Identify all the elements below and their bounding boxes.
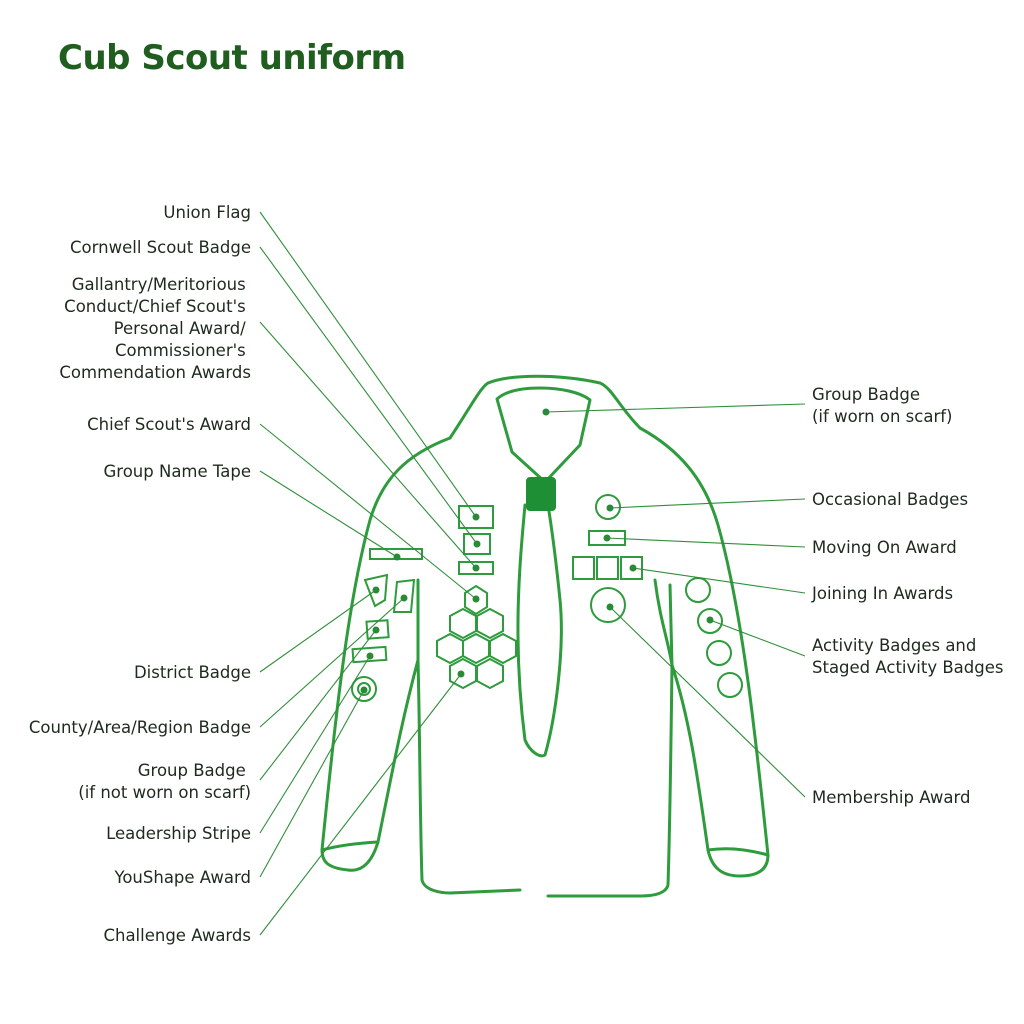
label-gallantry-awards: Gallantry/Meritorious Conduct/Chief Scou… bbox=[59, 275, 251, 382]
label-leadership-stripe: Leadership Stripe bbox=[106, 824, 251, 843]
youshape-award-patch bbox=[351, 676, 377, 702]
union-flag-patch bbox=[458, 505, 494, 529]
label-challenge-awards: Challenge Awards bbox=[103, 926, 251, 945]
joining-in-award-1 bbox=[572, 556, 595, 580]
label-youshape-award: YouShape Award bbox=[113, 868, 251, 887]
woggle bbox=[526, 477, 556, 511]
labels-left: Union Flag Cornwell Scout Badge Gallantr… bbox=[29, 203, 251, 945]
label-membership-award: Membership Award bbox=[812, 788, 970, 807]
label-occasional-badges: Occasional Badges bbox=[812, 490, 968, 509]
label-group-badge-scarf: Group Badge (if worn on scarf) bbox=[812, 385, 952, 426]
activity-badge-1 bbox=[685, 577, 711, 603]
labels-right: Group Badge (if worn on scarf) Occasiona… bbox=[811, 385, 1003, 807]
page-title: Cub Scout uniform bbox=[58, 38, 406, 78]
badges bbox=[351, 494, 743, 702]
label-chief-scouts-award: Chief Scout's Award bbox=[87, 415, 251, 434]
label-activity-badges: Activity Badges and Staged Activity Badg… bbox=[812, 636, 1003, 677]
county-badge-patch bbox=[392, 578, 416, 613]
cornwell-badge-patch bbox=[463, 533, 491, 555]
joining-in-award-2 bbox=[596, 556, 619, 580]
activity-badge-2 bbox=[697, 608, 723, 634]
group-badge-sleeve-patch bbox=[365, 619, 390, 640]
anchor-dots bbox=[360, 408, 714, 694]
label-joining-in-awards: Joining In Awards bbox=[811, 584, 953, 603]
gallantry-patch bbox=[458, 561, 494, 575]
chief-scout-award-patch bbox=[464, 584, 488, 616]
challenge-awards-cluster bbox=[436, 607, 517, 690]
label-county-area-region-badge: County/Area/Region Badge bbox=[29, 718, 251, 737]
activity-badge-3 bbox=[706, 640, 732, 666]
sweatshirt-outline bbox=[320, 374, 770, 898]
label-group-name-tape: Group Name Tape bbox=[104, 462, 252, 481]
leadership-stripe-patch bbox=[351, 645, 388, 664]
activity-badge-4 bbox=[717, 672, 743, 698]
label-union-flag: Union Flag bbox=[163, 203, 251, 222]
membership-award-patch bbox=[590, 587, 626, 623]
neckerchief bbox=[516, 477, 563, 758]
joining-in-award-3 bbox=[620, 556, 643, 580]
label-district-badge: District Badge bbox=[134, 663, 251, 682]
district-badge-patch bbox=[363, 573, 389, 608]
moving-on-award-patch bbox=[588, 530, 626, 546]
leader-lines bbox=[259, 211, 806, 936]
label-moving-on-award: Moving On Award bbox=[812, 538, 957, 557]
label-cornwell-scout-badge: Cornwell Scout Badge bbox=[70, 238, 251, 257]
label-group-badge-not-scarf: Group Badge (if not worn on scarf) bbox=[78, 761, 251, 802]
